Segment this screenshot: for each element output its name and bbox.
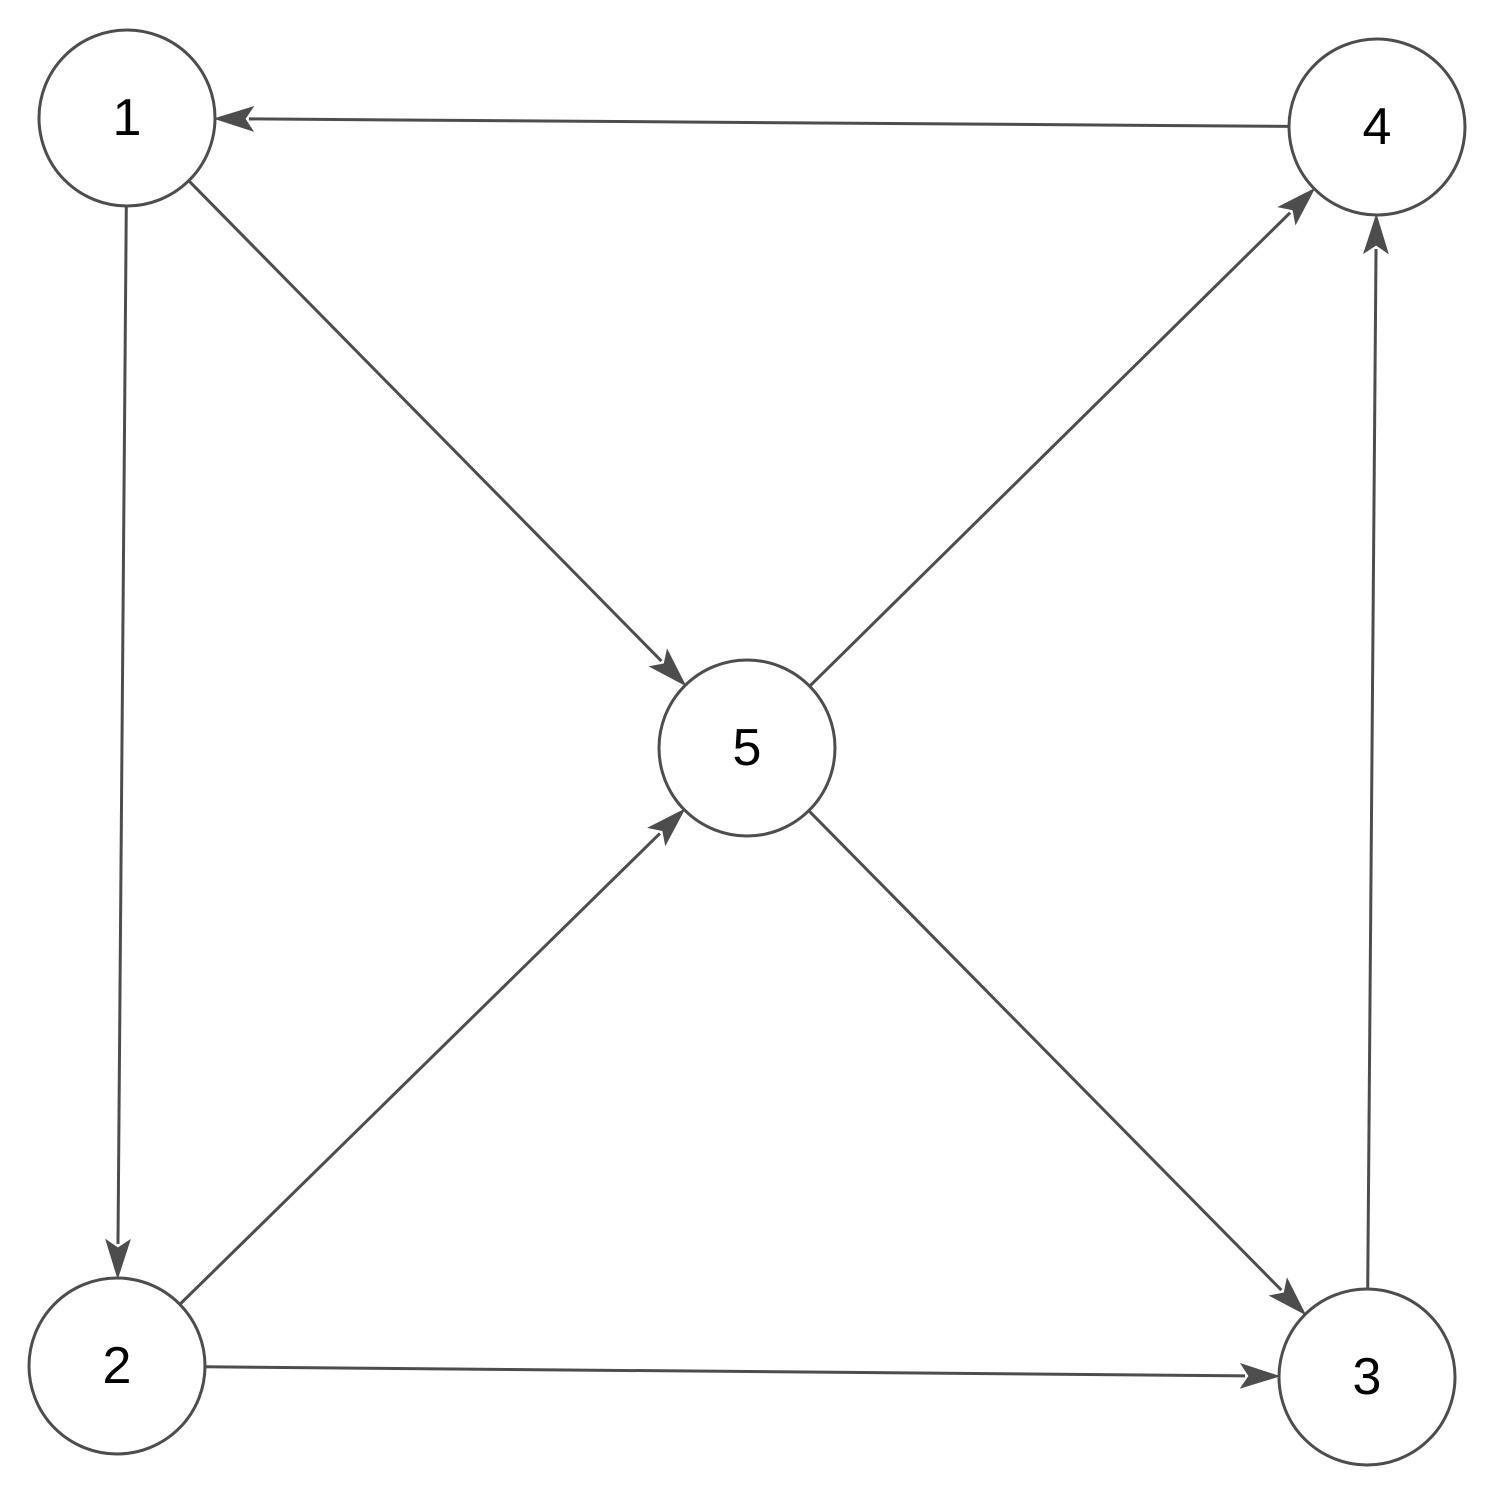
node-label: 2	[103, 1337, 132, 1395]
edge-line	[116, 205, 128, 1245]
edge-line	[1366, 248, 1378, 1290]
edges-layer	[105, 106, 1389, 1389]
arrowhead-icon	[213, 106, 255, 132]
node-circle	[37, 28, 217, 208]
arrowhead-icon	[1239, 1362, 1281, 1389]
edge-5-to-4	[808, 187, 1316, 688]
edge-5-to-3	[807, 809, 1307, 1316]
edge-line	[807, 809, 1283, 1292]
node-label: 1	[113, 89, 142, 147]
edge-4-to-1	[213, 106, 1290, 132]
edge-line	[248, 117, 1290, 128]
node-5: 5	[657, 658, 837, 838]
edge-3-to-4	[1363, 213, 1389, 1290]
arrowhead-icon	[647, 808, 686, 847]
node-2: 2	[27, 1276, 207, 1456]
edge-1-to-5	[187, 179, 687, 687]
edge-2-to-5	[178, 808, 686, 1306]
node-1: 1	[37, 28, 217, 208]
arrowhead-icon	[1268, 1277, 1307, 1316]
edge-line	[808, 211, 1292, 688]
edge-1-to-2	[105, 205, 131, 1280]
node-label: 4	[1363, 98, 1392, 156]
node-circle	[1277, 1287, 1457, 1467]
edge-line	[178, 832, 661, 1306]
edge-2-to-3	[204, 1362, 1281, 1389]
node-3: 3	[1277, 1287, 1457, 1467]
edge-line	[187, 179, 663, 663]
node-circle	[657, 658, 837, 838]
arrowhead-icon	[1277, 187, 1316, 226]
node-circle	[27, 1276, 207, 1456]
nodes-layer: 1 2 3 4 5	[27, 28, 1467, 1467]
node-4: 4	[1287, 37, 1467, 217]
node-label: 3	[1353, 1348, 1382, 1406]
arrowhead-icon	[105, 1238, 131, 1280]
arrowhead-icon	[648, 648, 687, 687]
edge-line	[204, 1365, 1246, 1378]
arrowhead-icon	[1363, 213, 1389, 255]
node-circle	[1287, 37, 1467, 217]
node-label: 5	[733, 719, 762, 777]
